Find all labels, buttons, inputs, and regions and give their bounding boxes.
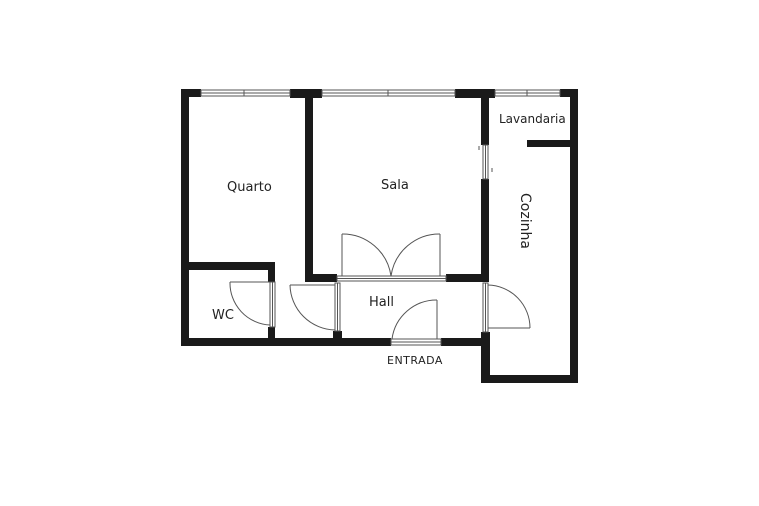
- wall-top-block-right: [455, 89, 495, 98]
- wall-wc-right-lower: [268, 327, 275, 346]
- wall-sala-bottom-right: [446, 274, 489, 282]
- room-label-sala: Sala: [381, 178, 409, 193]
- door-sala-double[interactable]: [336, 233, 447, 282]
- wall-kitchen-bottom: [481, 375, 578, 383]
- wall-wc-top: [181, 262, 275, 270]
- door-cozinha[interactable]: [482, 282, 531, 333]
- wall-hall-left-stub: [333, 331, 342, 346]
- entrance-label: ENTRADA: [387, 354, 443, 367]
- wall-quarto-sala: [305, 89, 313, 282]
- room-label-lavandaria: Lavandaria: [499, 112, 566, 126]
- door-quarto[interactable]: [289, 282, 341, 332]
- window-sala: [321, 89, 456, 97]
- wall-left-outer: [181, 89, 189, 346]
- window-sala-cozinha: [478, 144, 493, 180]
- wall-top-corner-right: [560, 89, 578, 97]
- room-label-quarto: Quarto: [227, 180, 272, 195]
- room-label-cozinha: Cozinha: [517, 193, 533, 249]
- wall-bottom-left: [181, 338, 391, 346]
- window-lavandaria: [494, 89, 561, 97]
- wall-sala-cozinha-lower: [481, 179, 489, 282]
- wall-sala-cozinha-upper: [481, 89, 489, 145]
- door-entrada[interactable]: [390, 299, 442, 346]
- room-label-wc: WC: [212, 308, 234, 323]
- wall-lavandaria: [527, 140, 578, 147]
- wall-bottom-right-of-entrance: [441, 338, 489, 346]
- wall-sala-bottom-left: [305, 274, 337, 282]
- room-label-hall: Hall: [369, 295, 394, 310]
- wall-right-outer: [570, 89, 578, 383]
- wall-top-corner-left: [181, 89, 201, 97]
- wall-kitchen-left-lower: [481, 332, 490, 383]
- window-quarto: [200, 89, 291, 97]
- door-wc[interactable]: [229, 281, 276, 328]
- wall-wc-right-upper: [268, 262, 275, 282]
